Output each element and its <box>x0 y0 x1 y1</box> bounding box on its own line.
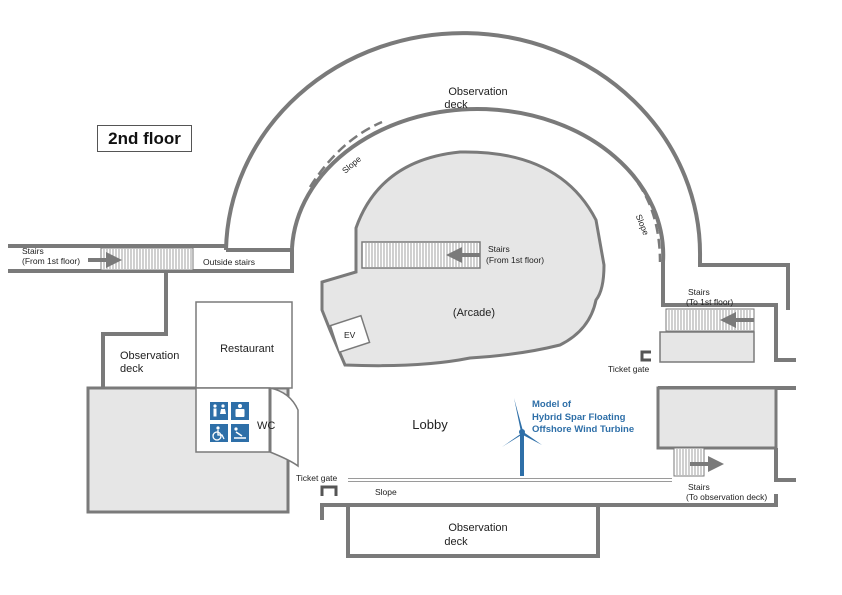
restaurant-label: Restaurant <box>220 343 274 355</box>
lobby-right-wall <box>774 448 796 482</box>
stairs-right-label: Stairs <box>688 287 710 297</box>
bottom-deck-wall <box>320 494 778 558</box>
stairs-left-label-2: (From 1st floor) <box>22 256 80 266</box>
ticket-gate-left-label: Ticket gate <box>296 473 338 483</box>
elevator <box>329 314 371 354</box>
stairs-bottom-label: Stairs <box>688 482 710 492</box>
baby-changing-icon <box>231 424 249 442</box>
accessible-icon <box>210 424 228 442</box>
stairs-bottom-label-2: (To observation deck) <box>686 492 767 502</box>
outside-stairs-label: Outside stairs <box>203 257 255 267</box>
observation-deck-top-label-2: deck <box>444 99 468 111</box>
slope-arc-left <box>308 120 383 188</box>
right-top-wall <box>661 262 796 362</box>
right-grey-block-lower <box>656 386 778 450</box>
stairs-center-label: Stairs <box>488 244 510 254</box>
nursing-room-icon <box>231 402 249 420</box>
slope-arc-right <box>636 182 662 263</box>
inner-arc-wall <box>290 106 666 263</box>
model-label-1: Model of <box>532 399 572 410</box>
wind-turbine-icon <box>502 398 542 476</box>
slope-right-label: Slope <box>634 213 652 237</box>
observation-deck-top-label: Observation <box>448 86 507 98</box>
left-deck-wall <box>101 271 168 388</box>
slope-bottom-label: Slope <box>375 487 397 497</box>
outer-arc-wall <box>224 31 703 259</box>
slope-left-label: Slope <box>340 154 363 176</box>
stairs-center-label-2: (From 1st floor) <box>486 255 544 265</box>
stairs-left-label: Stairs <box>22 246 44 256</box>
restroom-icon <box>210 402 228 420</box>
model-label-2: Hybrid Spar Floating <box>532 412 626 423</box>
restaurant-room <box>195 301 293 389</box>
ticket-gate-left-icon <box>320 485 338 496</box>
observation-deck-left-label-2: deck <box>120 363 144 375</box>
floor-title: 2nd floor <box>97 125 192 152</box>
model-label-3: Offshore Wind Turbine <box>532 424 634 435</box>
wc-label: WC <box>257 420 275 432</box>
ticket-gate-right-label: Ticket gate <box>608 364 650 374</box>
ev-label: EV <box>344 330 356 340</box>
stairs-right-label-2: (To 1st floor) <box>686 297 733 307</box>
observation-deck-left-label: Observation <box>120 350 179 362</box>
observation-deck-bottom-label: Observation <box>448 522 507 534</box>
ticket-gate-right-icon <box>640 350 651 362</box>
right-stairs-wall <box>698 258 790 310</box>
lobby-label: Lobby <box>412 417 448 432</box>
right-grey-block-upper <box>659 331 755 363</box>
observation-deck-bottom-label-2: deck <box>444 536 468 548</box>
arcade-label: (Arcade) <box>453 307 495 319</box>
